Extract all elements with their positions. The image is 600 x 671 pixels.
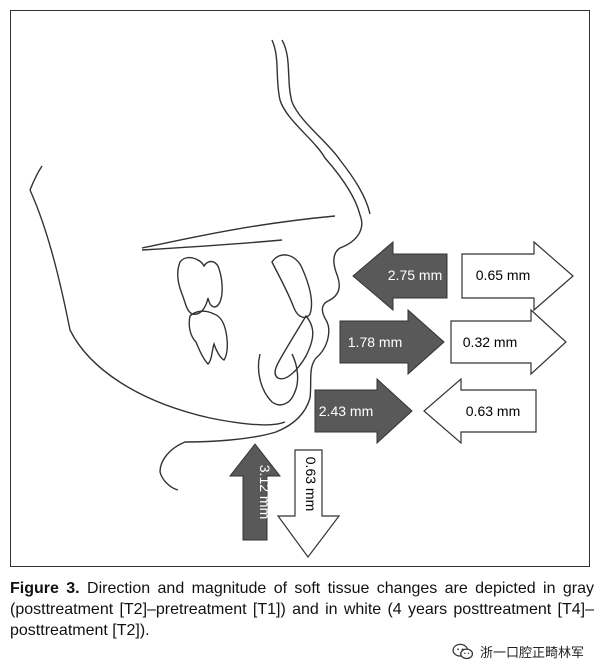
lower-root [257,353,299,406]
watermark: 浙一口腔正畸林军 [451,642,584,661]
chin-white-label: 0.63 mm [466,403,520,419]
lower-lip-white-label: 0.32 mm [463,334,517,350]
upper-lip-gray-label: 2.75 mm [388,267,442,283]
chin-gray-arrow: 2.43 mm [314,377,413,445]
palatal-plane [141,215,336,249]
lower-molar [188,310,229,365]
lower-lip-gray-label: 1.78 mm [348,334,402,350]
vertical-gray-label: 3.12 mm [257,465,273,519]
ramus-line [29,165,43,191]
vertical-white-arrow: 0.63 mm [276,449,341,559]
wechat-icon [452,643,474,659]
caption-text: Direction and magnitude of soft tissue c… [10,580,594,639]
chin-gray-label: 2.43 mm [319,403,373,419]
palatal-plane-lower [141,239,283,251]
facial-profile [29,39,371,491]
jaw-outline [29,189,286,426]
lower-lip-white-arrow: 0.32 mm [450,308,567,376]
upper-lip-white-label: 0.65 mm [476,267,530,283]
soft-tissue-outline [159,39,363,473]
lower-lip-gray-arrow: 1.78 mm [339,308,445,376]
upper-molar [177,256,223,315]
upper-lip-white-arrow: 0.65 mm [461,240,574,312]
chin-white-arrow: 0.63 mm [423,377,537,445]
bone-outline [281,39,371,215]
upper-incisor [271,254,313,319]
watermark-text: 浙一口腔正畸林军 [479,646,584,661]
caption-label: Figure 3. [10,580,80,597]
vertical-gray-arrow: 3.12 mm [228,443,282,541]
neck-line [159,471,179,491]
upper-lip-gray-arrow: 2.75 mm [352,240,448,312]
soft-tissue-diagram: 2.75 mm 0.65 mm 1.78 mm 0.32 mm 2.43 mm … [29,39,574,559]
figure-caption: Figure 3. Direction and magnitude of sof… [10,578,594,641]
lower-incisor [274,314,314,380]
vertical-white-label: 0.63 mm [303,457,319,511]
